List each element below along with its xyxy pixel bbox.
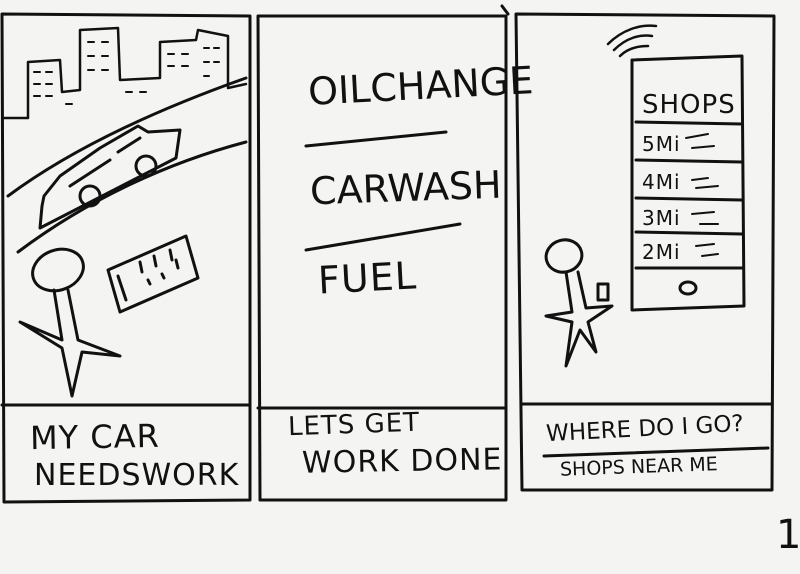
- shop-distance-2mi: 2Mi: [642, 240, 681, 264]
- panel-2-caption-line-1: LETS GET: [287, 407, 421, 443]
- panel-1-caption-line-1: MY CAR: [29, 416, 161, 458]
- car: [38, 124, 182, 230]
- phone-sketch: [106, 234, 200, 314]
- page-number: 1: [776, 512, 800, 558]
- menu-item-fuel: FUEL: [316, 253, 418, 303]
- phone-screen-sketch: [630, 54, 746, 312]
- city-skyline: [2, 26, 248, 120]
- phone-header-shops: SHOPS: [642, 90, 736, 120]
- panel-2: [256, 14, 508, 502]
- panel-1-caption-line-2: NEEDSWORK: [34, 458, 240, 493]
- panel-3: [500, 4, 776, 492]
- shop-distance-3mi: 3Mi: [642, 206, 681, 230]
- menu-item-car-wash: CARWASH: [309, 162, 503, 214]
- panel-2-caption-line-2: WORK DONE: [301, 442, 503, 481]
- road-curve-lower: [16, 140, 248, 254]
- panel-1: [0, 12, 252, 504]
- road-curve: [6, 76, 248, 198]
- shop-distance-5mi: 5Mi: [642, 132, 681, 156]
- person-with-phone: [544, 238, 614, 368]
- shop-distance-4mi: 4Mi: [642, 170, 681, 194]
- person-figure: [18, 247, 122, 398]
- wifi-signal: [606, 24, 658, 58]
